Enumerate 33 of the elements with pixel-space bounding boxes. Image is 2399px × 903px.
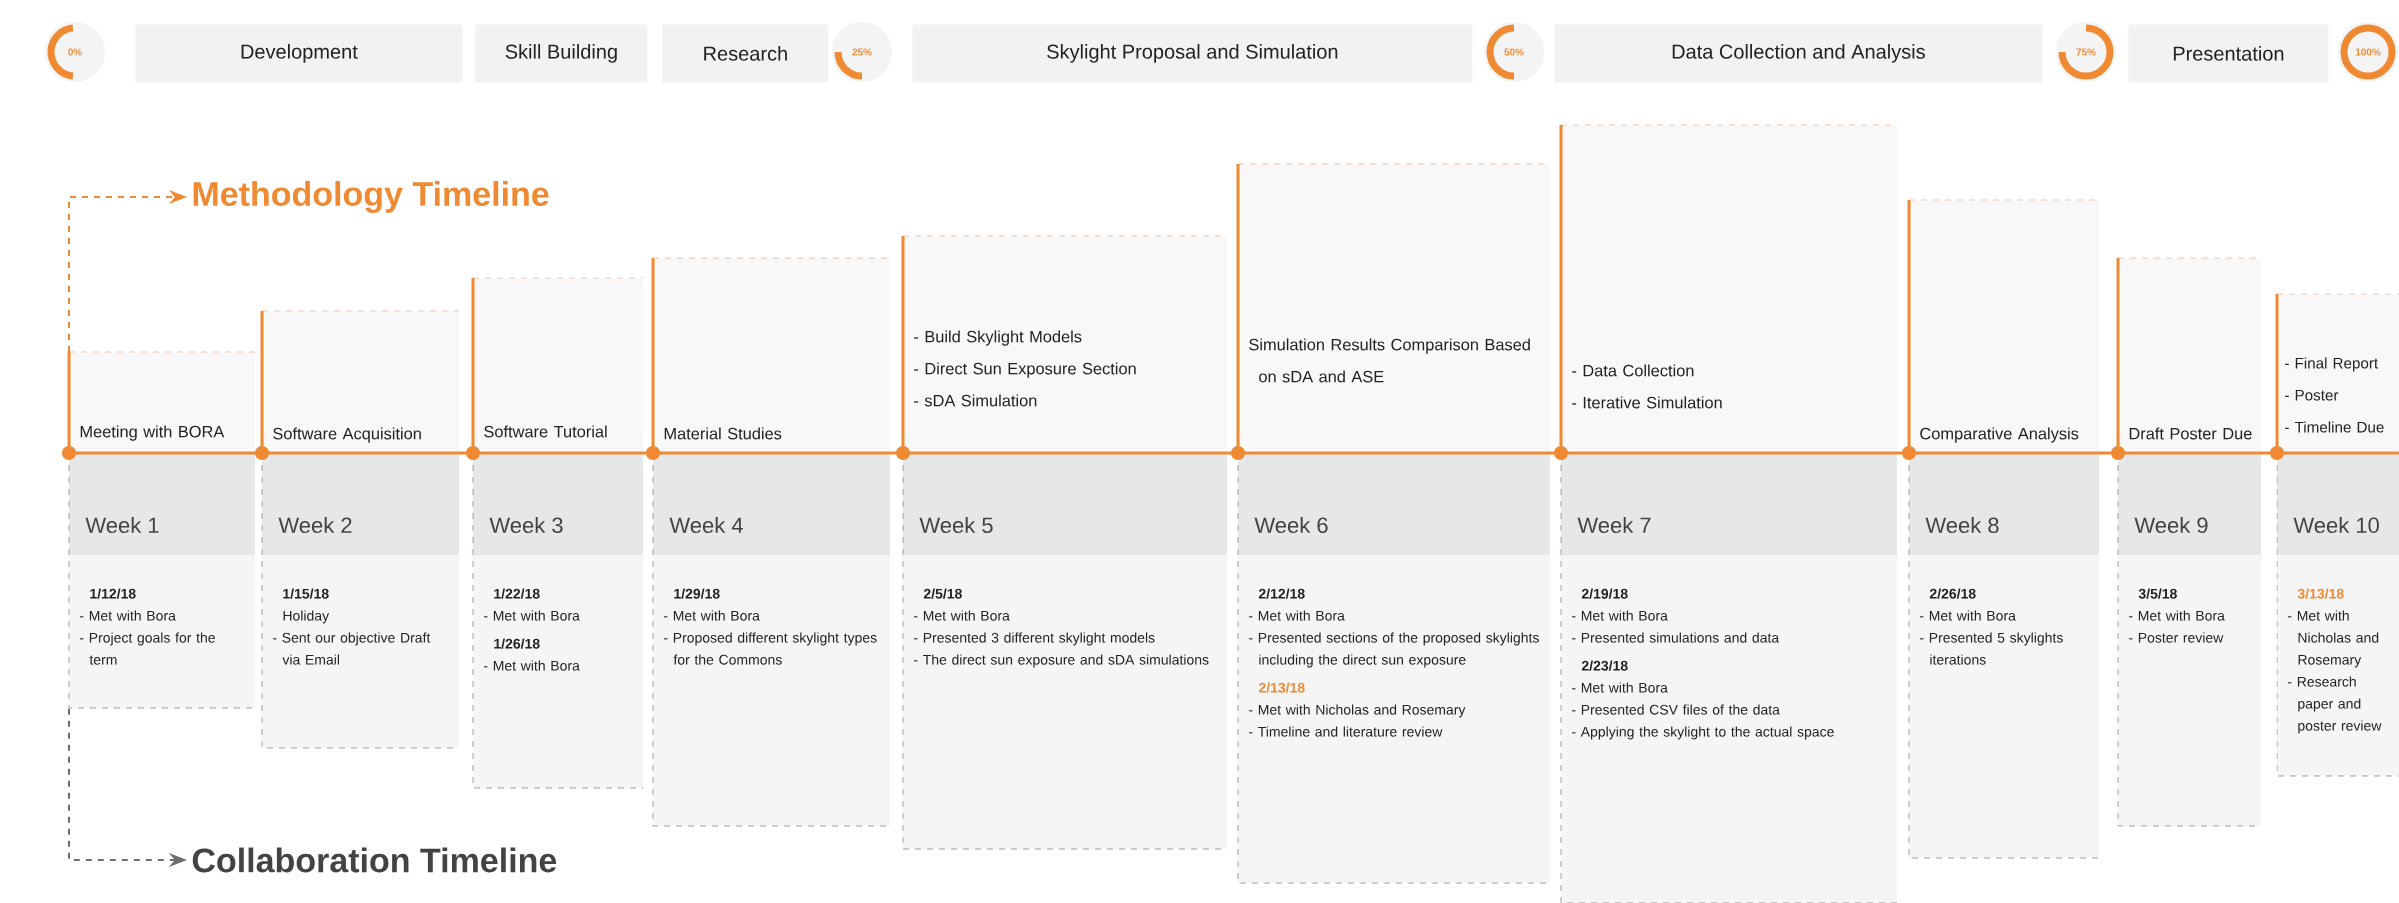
- week-card: Week 8 2/26/18 - Met with Bora - Presented 5 skylights iterations: [1908, 452, 2100, 859]
- progress-ring: 75%: [2056, 22, 2116, 82]
- milestone-panel: Software Tutorial: [471, 277, 644, 453]
- progress-ring: 100%: [2338, 22, 2398, 82]
- milestone-panel: - Data Collection - Iterative Simulation: [1559, 124, 1898, 453]
- progress-ring: 50%: [1484, 22, 1544, 82]
- week-card: Week 2 1/15/18 Holiday - Sent our objective Draft via Email: [261, 452, 460, 749]
- milestone-panel: Meeting with BORA: [67, 351, 256, 453]
- week-card: Week 6 2/12/18 - Met with Bora - Presented sections of the proposed skylights including the direct sun exposure 2/13/18 - Met with Nicholas and Rosemary - Timeline and literature review: [1237, 452, 1551, 884]
- week-card: Week 5 2/5/18 - Met with Bora - Presented 3 different skylight models - The direct sun exposure and sDA simulations: [902, 452, 1228, 850]
- progress-ring: 0%: [45, 22, 105, 82]
- week-card: Week 1 1/12/18 - Met with Bora - Project goals for the term: [68, 452, 256, 709]
- milestone-panel: Draft Poster Due: [2116, 257, 2262, 453]
- week-card: Week 4 1/29/18 - Met with Bora - Proposed different skylight types for the Commons: [652, 452, 891, 827]
- week-card: Week 9 3/5/18 - Met with Bora - Poster review: [2117, 452, 2262, 827]
- milestone-panel: - Build Skylight Models - Direct Sun Exposure Section - sDA Simulation: [901, 235, 1228, 453]
- milestone-panel: Software Acquisition: [260, 310, 460, 453]
- week-card: Week 3 1/22/18 - Met with Bora 1/26/18 - Met with Bora: [472, 452, 644, 789]
- phase-box: Data Collection and Analysis: [1554, 24, 2043, 83]
- milestone-panel: Comparative Analysis: [1907, 199, 2100, 453]
- week-card: Week 10 3/13/18 - Met with Nicholas and Rosemary - Research paper and poster review: [2276, 452, 2399, 777]
- phase-box: Skill Building: [475, 24, 648, 83]
- section-title: Methodology Timeline: [193, 181, 549, 213]
- milestone-panel: Simulation Results Comparison Based on sDA and ASE: [1236, 163, 1551, 453]
- phase-box: Skylight Proposal and Simulation: [912, 24, 1473, 83]
- phase-box: Presentation: [2128, 24, 2329, 83]
- milestone-panel: - Final Report - Poster - Timeline Due: [2275, 293, 2399, 453]
- week-card: Week 7 2/19/18 - Met with Bora - Presented simulations and data 2/23/18 - Met with Bora - Presented CSV files of the data - Applying the skylight to the actual space: [1560, 452, 1898, 903]
- progress-ring: 25%: [832, 22, 892, 82]
- milestone-panel: Material Studies: [651, 257, 891, 453]
- phase-box: Research: [662, 24, 829, 83]
- phase-box: Development: [135, 24, 463, 83]
- section-title: Collaboration Timeline: [192, 847, 557, 873]
